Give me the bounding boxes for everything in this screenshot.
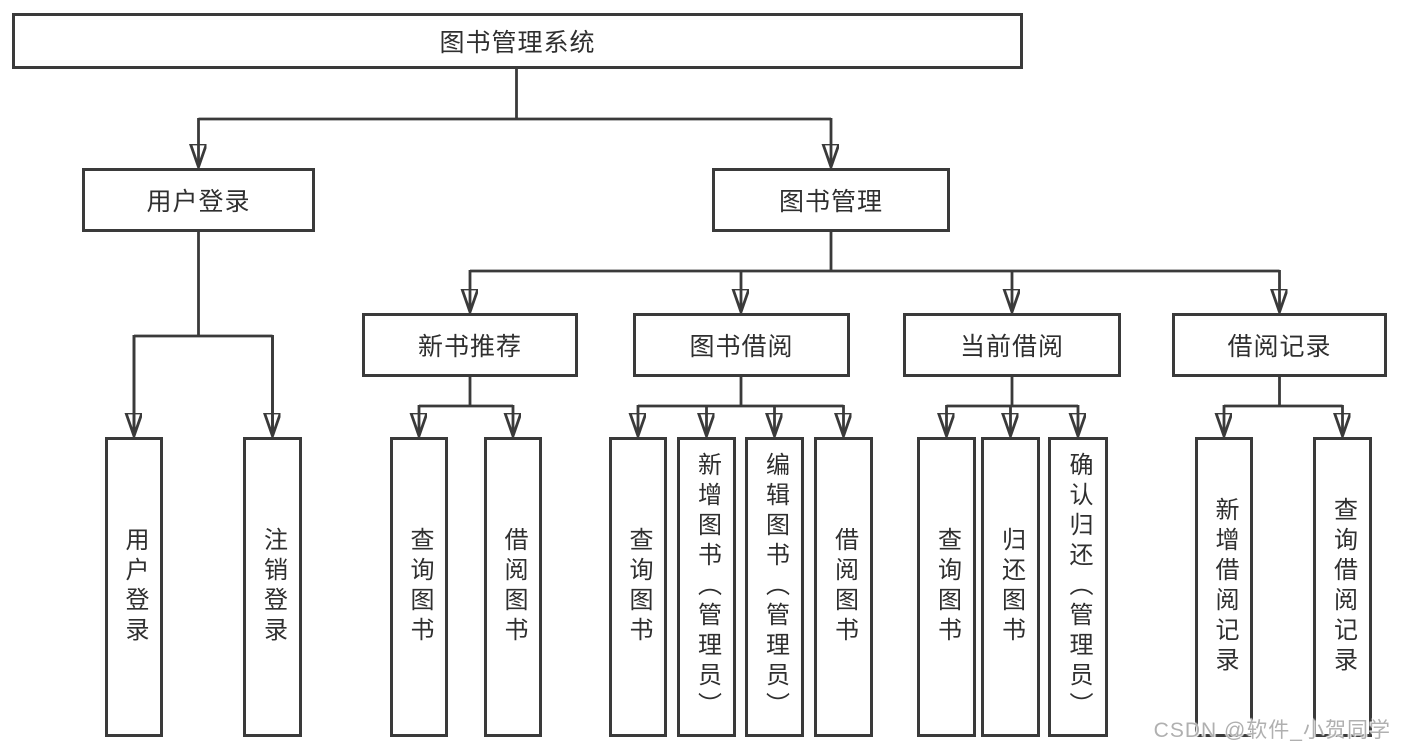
leaf-add-borrow-record-label: 新增借阅记录 bbox=[1211, 497, 1238, 677]
leaf-query-books-borrowing-label: 查询图书 bbox=[625, 527, 652, 647]
node-book-management: 图书管理 bbox=[712, 168, 950, 232]
leaf-user-login-label: 用户登录 bbox=[121, 527, 148, 647]
leaf-return-books: 归还图书 bbox=[981, 437, 1040, 737]
node-root: 图书管理系统 bbox=[12, 13, 1023, 69]
leaf-add-books-admin: 新增图书（管理员） bbox=[677, 437, 736, 737]
node-book-borrowing: 图书借阅 bbox=[633, 313, 850, 377]
leaf-borrow-books-recommend: 借阅图书 bbox=[484, 437, 542, 737]
leaf-query-borrow-record-label: 查询借阅记录 bbox=[1329, 497, 1357, 677]
node-current-borrowing: 当前借阅 bbox=[903, 313, 1121, 377]
leaf-add-borrow-record: 新增借阅记录 bbox=[1195, 437, 1253, 737]
node-new-book-recommendation: 新书推荐 bbox=[362, 313, 578, 377]
leaf-query-books-recommend-label: 查询图书 bbox=[406, 527, 433, 647]
leaf-edit-books-admin: 编辑图书（管理员） bbox=[745, 437, 804, 737]
node-new-book-recommendation-label: 新书推荐 bbox=[417, 333, 522, 361]
leaf-edit-books-admin-label: 编辑图书（管理员） bbox=[761, 452, 789, 722]
leaf-borrow-books: 借阅图书 bbox=[814, 437, 873, 737]
leaf-confirm-return-admin-label: 确认归还（管理员） bbox=[1065, 452, 1092, 722]
leaf-logout-label: 注销登录 bbox=[259, 527, 287, 647]
node-borrowing-records: 借阅记录 bbox=[1172, 313, 1387, 377]
node-current-borrowing-label: 当前借阅 bbox=[959, 333, 1064, 361]
leaf-query-books-recommend: 查询图书 bbox=[390, 437, 448, 737]
node-book-management-label: 图书管理 bbox=[778, 188, 883, 216]
node-user-login-label: 用户登录 bbox=[146, 188, 251, 216]
leaf-add-books-admin-label: 新增图书（管理员） bbox=[693, 452, 721, 722]
leaf-user-login: 用户登录 bbox=[105, 437, 163, 737]
node-book-borrowing-label: 图书借阅 bbox=[689, 333, 794, 361]
leaf-query-borrow-record: 查询借阅记录 bbox=[1313, 437, 1372, 737]
leaf-query-books-current: 查询图书 bbox=[917, 437, 976, 737]
leaf-logout: 注销登录 bbox=[243, 437, 302, 737]
watermark: CSDN @软件_小贺同学 bbox=[1153, 719, 1391, 742]
node-user-login: 用户登录 bbox=[82, 168, 315, 232]
node-borrowing-records-label: 借阅记录 bbox=[1227, 333, 1332, 361]
leaf-borrow-books-recommend-label: 借阅图书 bbox=[500, 527, 527, 647]
leaf-return-books-label: 归还图书 bbox=[997, 527, 1025, 647]
leaf-confirm-return-admin: 确认归还（管理员） bbox=[1048, 437, 1108, 737]
leaf-query-books-borrowing: 查询图书 bbox=[609, 437, 667, 737]
leaf-query-books-current-label: 查询图书 bbox=[933, 527, 961, 647]
node-root-label: 图书管理系统 bbox=[439, 29, 596, 57]
leaf-borrow-books-label: 借阅图书 bbox=[830, 527, 858, 647]
